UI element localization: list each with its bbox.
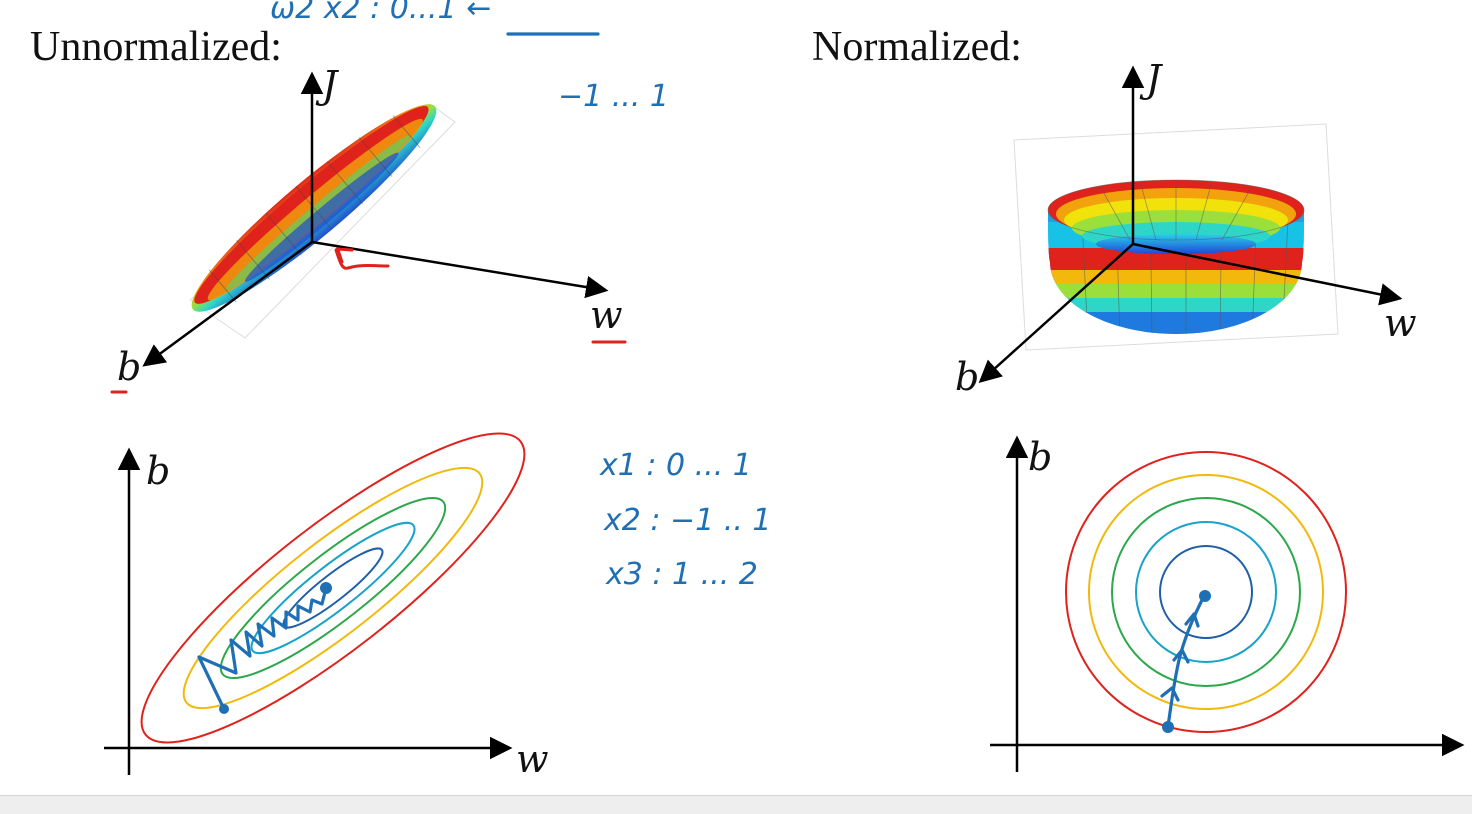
bottom-bar bbox=[0, 795, 1472, 814]
range-x2: x2 : −1 .. 1 bbox=[603, 503, 771, 538]
range-x3: x3 : 1 ... 2 bbox=[605, 557, 758, 592]
bias-axis-label-right: b bbox=[955, 355, 979, 399]
unnormalized-contour-plot: b w bbox=[104, 432, 549, 781]
direct-descent-path bbox=[1166, 594, 1206, 728]
descent-minimum-point-left bbox=[320, 582, 332, 594]
weight-axis-label-right: w bbox=[1384, 301, 1417, 345]
weight-axis-right bbox=[1132, 242, 1403, 306]
normalized-contour-plot: b bbox=[990, 435, 1465, 772]
handwritten-notes-top: ω2 x2 : 0...1 ← −1 ... 1 bbox=[270, 0, 669, 114]
bias-axis-label-contour-right: b bbox=[1028, 435, 1052, 479]
range-x1: x1 : 0 ... 1 bbox=[599, 448, 752, 483]
normalization-diagram: J w b ω2 x2 : 0...1 ← −1 ... 1 bbox=[104, 0, 1465, 781]
cost-axis-label-right: J bbox=[1139, 57, 1163, 101]
weight-axis-left bbox=[311, 240, 609, 299]
top-handwritten-line: ω2 x2 : 0...1 ← bbox=[270, 0, 491, 26]
unnormalized-title: Unnormalized: bbox=[30, 24, 282, 70]
bias-axis-label-contour-left: b bbox=[146, 449, 170, 493]
bias-axis-label-left: b bbox=[117, 345, 141, 389]
bias-axis-left bbox=[142, 240, 313, 367]
bias-axis-right bbox=[978, 243, 1134, 384]
descent-minimum-point-right bbox=[1199, 590, 1211, 602]
normalized-title: Normalized: bbox=[812, 24, 1022, 70]
descent-start-point-right bbox=[1162, 721, 1174, 733]
handwritten-feature-ranges: x1 : 0 ... 1 x2 : −1 .. 1 x3 : 1 ... 2 bbox=[599, 448, 771, 592]
normalized-cost-surface: J w b bbox=[955, 57, 1417, 399]
weight-axis-label-left: w bbox=[590, 293, 623, 337]
cost-axis-label-left: J bbox=[315, 63, 339, 107]
top-handwritten-range: −1 ... 1 bbox=[558, 79, 669, 114]
red-curl-mark bbox=[334, 248, 390, 270]
oscillating-descent-path bbox=[197, 586, 328, 711]
unnormalized-cost-surface: J w b bbox=[110, 63, 627, 394]
weight-axis-label-contour-left: w bbox=[516, 737, 549, 781]
descent-start-point-left bbox=[219, 704, 229, 714]
